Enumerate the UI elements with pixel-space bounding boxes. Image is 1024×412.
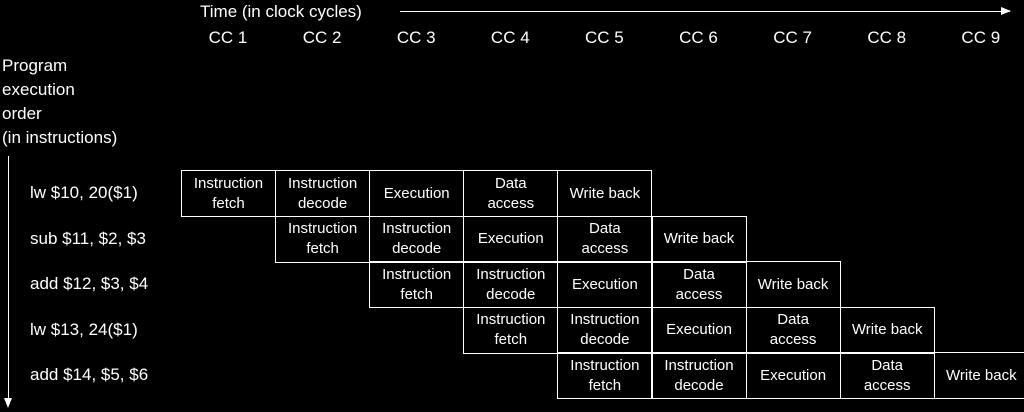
instruction-label: sub $11, $2, $3 xyxy=(30,228,146,248)
pipeline-stage-box: Write back xyxy=(651,215,747,263)
program-order-label-line: order xyxy=(2,104,42,123)
program-order-label-line: Program xyxy=(2,56,68,75)
clock-cycle-label: CC 7 xyxy=(773,28,812,47)
time-arrow xyxy=(400,7,1011,15)
pipeline-stage-box: Execution xyxy=(745,352,841,399)
program-order-label: Program execution order (in instructions) xyxy=(2,54,162,150)
pipeline-stage-box: Write back xyxy=(557,170,653,217)
pipeline-stage-box: Write back xyxy=(745,261,841,308)
clock-cycle-label: CC 5 xyxy=(585,28,624,47)
pipeline-stage-box: Write back xyxy=(933,352,1024,399)
pipeline-stage-box: Data access xyxy=(839,352,935,399)
pipeline-stage-box: Instruction decode xyxy=(557,306,653,354)
program-order-label-line: (in instructions) xyxy=(2,128,118,147)
pipeline-stage-box: Write back xyxy=(839,306,935,354)
pipeline-stage-box: Execution xyxy=(369,170,465,217)
order-arrow-head-icon xyxy=(4,398,12,408)
pipeline-stage-box: Data access xyxy=(745,306,841,354)
pipeline-stage-box: Instruction fetch xyxy=(557,352,653,399)
order-arrow xyxy=(8,156,9,399)
pipeline-stage-box: Instruction decode xyxy=(275,170,371,217)
clock-cycle-label: CC 6 xyxy=(679,28,718,47)
instruction-label: add $14, $5, $6 xyxy=(30,365,149,384)
clock-cycle-label: CC 4 xyxy=(490,28,530,47)
instruction-label: lw $10, 20($1) xyxy=(30,183,138,202)
clock-cycle-label: CC 1 xyxy=(208,28,248,47)
instruction-label: add $12, $3, $4 xyxy=(30,274,149,293)
clock-cycle-label: CC 8 xyxy=(867,28,907,47)
time-arrow-head-icon xyxy=(1001,7,1011,15)
pipeline-stage-box: Instruction decode xyxy=(369,215,465,263)
instruction-label: lw $13, 24($1) xyxy=(30,319,138,339)
pipeline-stage-box: Data access xyxy=(463,170,559,217)
pipeline-stage-box: Data access xyxy=(557,215,653,263)
pipeline-stage-box: Data access xyxy=(651,261,747,308)
pipeline-stage-box: Execution xyxy=(557,261,653,308)
pipeline-stage-box: Execution xyxy=(651,306,747,354)
pipeline-stage-box: Instruction decode xyxy=(463,261,559,308)
clock-cycle-label: CC 9 xyxy=(961,28,1001,47)
pipeline-stage-box: Instruction fetch xyxy=(181,170,276,217)
clock-cycle-label: CC 2 xyxy=(302,28,342,47)
pipeline-stage-box: Instruction decode xyxy=(651,352,747,399)
pipeline-stage-box: Execution xyxy=(463,215,559,263)
pipeline-stage-box: Instruction fetch xyxy=(275,215,371,263)
pipeline-stage-box: Instruction fetch xyxy=(463,306,559,354)
time-axis-label: Time (in clock cycles) xyxy=(200,2,362,21)
program-order-label-line: execution xyxy=(2,80,75,99)
pipeline-stage-box: Instruction fetch xyxy=(369,261,465,308)
clock-cycle-label: CC 3 xyxy=(396,28,436,47)
